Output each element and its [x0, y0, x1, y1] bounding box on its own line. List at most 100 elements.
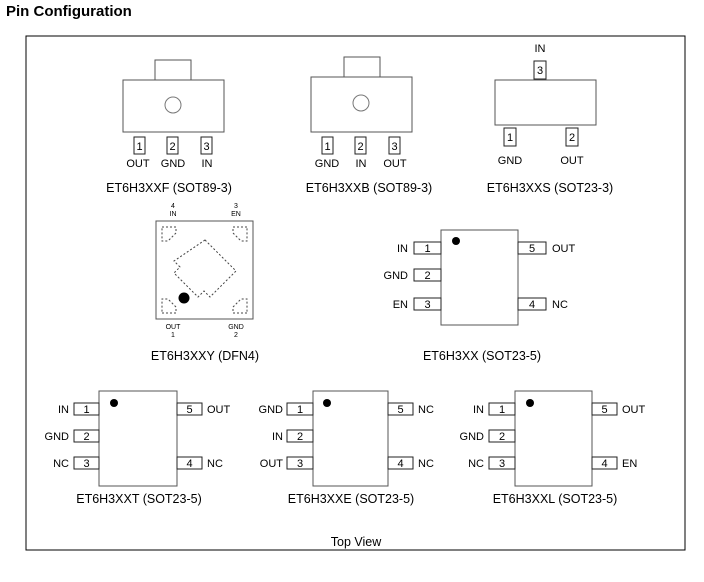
pin-pad [488, 456, 516, 470]
pin-number: 1 [297, 404, 303, 416]
pin-number: 2 [424, 270, 430, 282]
pin-pad [503, 127, 517, 147]
pin-number: 2 [499, 431, 505, 443]
pin-number: 2 [83, 431, 89, 443]
pin-3: 3 IN [200, 136, 213, 170]
pin-pad [533, 60, 547, 80]
package-tab [154, 59, 192, 81]
pin-number: 2 [357, 141, 363, 153]
package-caption: ET6H3XXB (SOT89-3) [306, 181, 432, 195]
pin-pad [200, 136, 213, 155]
pin1-marker [110, 399, 118, 407]
diagram-frame [25, 35, 686, 551]
pin-number: 4 [186, 458, 192, 470]
pin-number: 5 [601, 404, 607, 416]
pin-label: OUT [260, 458, 284, 470]
pin-number: 4 [397, 458, 403, 470]
pin-label: EN [393, 299, 408, 311]
pin-pad [388, 136, 401, 155]
pin-number: 1 [424, 243, 430, 255]
pin-number: 3 [424, 299, 430, 311]
pin-number: 3 [499, 458, 505, 470]
pin-2: 2 GND [161, 136, 186, 170]
pin-label: NC [418, 458, 434, 470]
pin-number: 5 [397, 404, 403, 416]
pin-3: 3 OUT [383, 136, 407, 170]
pin-label: IN [58, 404, 69, 416]
pin-number: 4 [171, 203, 175, 210]
pin-label: GND [161, 158, 186, 170]
pin-label: NC [552, 299, 568, 311]
package-body [440, 229, 519, 326]
pin-number: 3 [83, 458, 89, 470]
pin-pad [517, 297, 547, 311]
pin-2: 2 IN [354, 136, 367, 170]
pin-number: 3 [537, 65, 543, 77]
pin-pad [176, 456, 203, 470]
pin-label: OUT [622, 404, 646, 416]
package-body [98, 390, 178, 487]
pin-label: OUT [383, 158, 407, 170]
pin-label: IN [397, 243, 408, 255]
pin-label: EN [622, 458, 637, 470]
pin-label: IN [170, 211, 177, 218]
package-caption: ET6H3XXS (SOT23-3) [487, 181, 613, 195]
package-caption: ET6H3XXL (SOT23-5) [493, 492, 618, 506]
pin-number: 3 [391, 141, 397, 153]
pin-label: GND [228, 324, 244, 331]
pin-pad [413, 241, 442, 255]
pin-pad [73, 429, 100, 443]
pin-number: 1 [499, 404, 505, 416]
package-sot235l: 1 IN 2 GND 3 NC 5 OUT 4 EN ET6H3XXL (SOT… [460, 390, 646, 506]
pin1-marker [452, 237, 460, 245]
pin-number: 4 [601, 458, 607, 470]
pin-pad [286, 456, 314, 470]
pin-number: 1 [324, 141, 330, 153]
package-caption: ET6H3XXF (SOT89-3) [106, 181, 232, 195]
pin-pad [413, 268, 442, 282]
pin-number: 3 [203, 141, 209, 153]
mount-hole-icon [352, 94, 370, 112]
pin-pad [321, 136, 334, 155]
pin-number: 1 [83, 404, 89, 416]
package-sot89f: 1 OUT 2 GND 3 IN ET6H3XXF (SOT89-3) [106, 59, 232, 195]
pin-label: IN [535, 43, 546, 55]
pin-label: NC [207, 458, 223, 470]
package-sot235: 1 IN 2 GND 3 EN 5 OUT 4 NC ET6H3XX (SOT2… [384, 229, 576, 363]
pin-label: IN [473, 404, 484, 416]
package-caption: ET6H3XXT (SOT23-5) [76, 492, 202, 506]
pin-label: GND [384, 270, 409, 282]
exposed-pad [173, 239, 237, 298]
pad-corner [232, 226, 248, 242]
pin-label: GND [498, 155, 523, 167]
pin-pad [176, 402, 203, 416]
pin-pad [166, 136, 179, 155]
mount-hole-icon [164, 96, 182, 114]
package-body [494, 79, 597, 126]
pin-pad [488, 402, 516, 416]
pin-label: NC [53, 458, 69, 470]
package-body [155, 220, 254, 320]
package-body [312, 390, 389, 487]
package-sot235t: 1 IN 2 GND 3 NC 5 OUT 4 NC ET6H3XXT (SOT… [45, 390, 231, 506]
pin-number: 2 [297, 431, 303, 443]
pad-corner [161, 298, 177, 314]
pin-label: NC [418, 404, 434, 416]
pin-number: 3 [234, 203, 238, 210]
pin-number: 2 [234, 332, 238, 339]
pad-corner [232, 298, 248, 314]
pin-number: 3 [297, 458, 303, 470]
package-caption: ET6H3XXE (SOT23-5) [288, 492, 414, 506]
pin-label: IN [356, 158, 367, 170]
pin-label: GND [259, 404, 284, 416]
pin-pad [565, 127, 579, 147]
view-label: Top View [331, 535, 382, 549]
pin-label: GND [315, 158, 340, 170]
pin-pad [286, 429, 314, 443]
pin-number: 1 [507, 132, 513, 144]
pin1-marker [323, 399, 331, 407]
pin-pad [517, 241, 547, 255]
package-sot233: IN 3 1 GND 2 OUT ET6H3XXS (SOT23-3) [487, 43, 613, 195]
pin-pad [413, 297, 442, 311]
